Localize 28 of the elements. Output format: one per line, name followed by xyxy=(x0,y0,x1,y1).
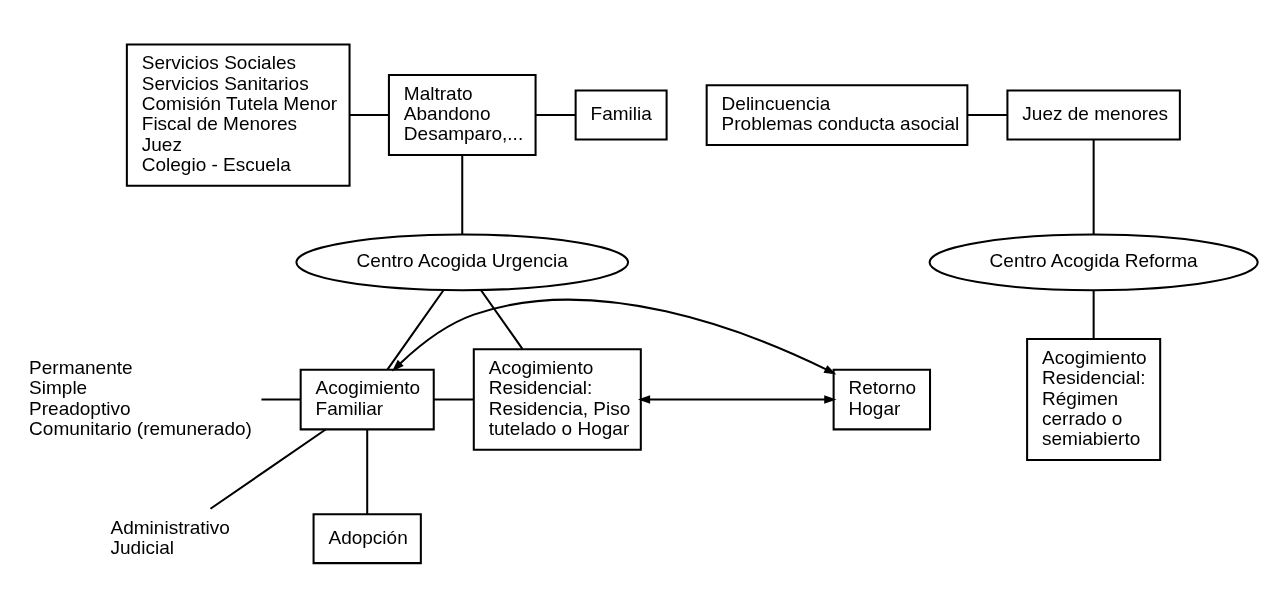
connector xyxy=(967,113,1008,116)
arrow xyxy=(392,298,837,374)
connector xyxy=(1092,289,1095,339)
node-box: Retorno Hogar xyxy=(832,368,932,430)
node-box: Juez de menores xyxy=(1006,89,1181,140)
node-text: Permanente Simple Preadoptivo Comunitario (remunerado) xyxy=(29,356,252,439)
connector xyxy=(536,113,576,116)
connector xyxy=(434,398,474,401)
connector xyxy=(366,429,369,514)
node-ellipse: Centro Acogida Urgencia xyxy=(295,233,630,291)
node-box: Acogimiento Familiar xyxy=(299,368,435,430)
connector xyxy=(480,289,524,349)
node-box: Delincuencia Problemas conducta asocial xyxy=(705,83,969,146)
connector xyxy=(261,398,301,401)
node-box: Servicios Sociales Servicios Sanitarios Comisión Tutela Menor Fiscal de Menores Juez Colegio - Escuela xyxy=(125,42,351,187)
node-text: Administrativo Judicial xyxy=(110,516,230,558)
connector xyxy=(209,428,327,510)
node-box: Acogimiento Residencial: Residencia, Piso tutelado o Hogar xyxy=(472,347,642,451)
node-box: Maltrato Abandono Desamparo,... xyxy=(387,73,537,156)
node-box: Familia xyxy=(574,89,668,140)
connector xyxy=(349,113,389,116)
arrow xyxy=(637,394,837,404)
node-ellipse: Centro Acogida Reforma xyxy=(928,233,1259,291)
node-box: Acogimiento Residencial: Régimen cerrado o semiabierto xyxy=(1026,337,1162,461)
connector xyxy=(386,289,445,370)
connector xyxy=(461,154,464,234)
connector xyxy=(1092,139,1095,234)
node-box: Adopción xyxy=(312,512,422,564)
